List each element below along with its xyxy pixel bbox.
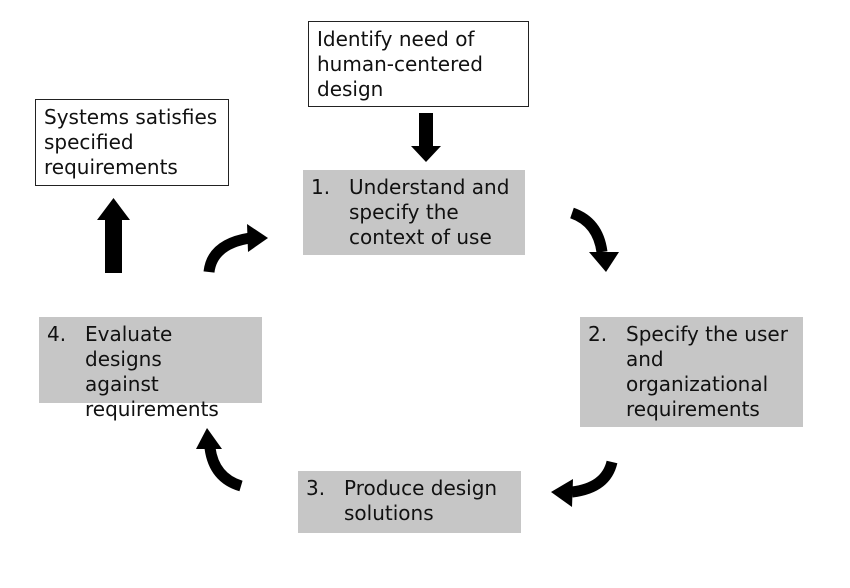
curved-arrow-2-to-3-icon [551,460,618,507]
step-4-number: 4. [47,322,67,346]
curved-arrow-1-to-2-icon [569,207,619,272]
step-1-number: 1. [311,175,331,199]
step-3-number: 3. [306,476,326,500]
down-arrow-icon [411,113,441,162]
step-3-text: Produce design solutions [344,476,498,525]
step-3-box: 3. Produce design solutions [298,471,521,533]
step-1-box: 1. Understand and specify the context of… [303,170,525,255]
step-2-box: 2. Specify the user and organizational r… [580,317,803,427]
end-box: Systems satisfies specified requirements [35,99,229,186]
step-4-text: Evaluate designs against requirements [85,322,219,421]
step-4-box: 4. Evaluate designs against requirements [39,317,262,421]
start-box: Identify need of human-centered design [308,21,529,107]
step-1-text: Understand and specify the context of us… [349,175,510,249]
step-2-number: 2. [588,322,608,346]
curved-arrow-4-to-1-icon [203,224,268,273]
curved-arrow-3-to-4-icon [196,428,243,492]
step-2-text: Specify the user and organizational requ… [626,322,788,421]
up-arrow-icon [97,198,130,273]
